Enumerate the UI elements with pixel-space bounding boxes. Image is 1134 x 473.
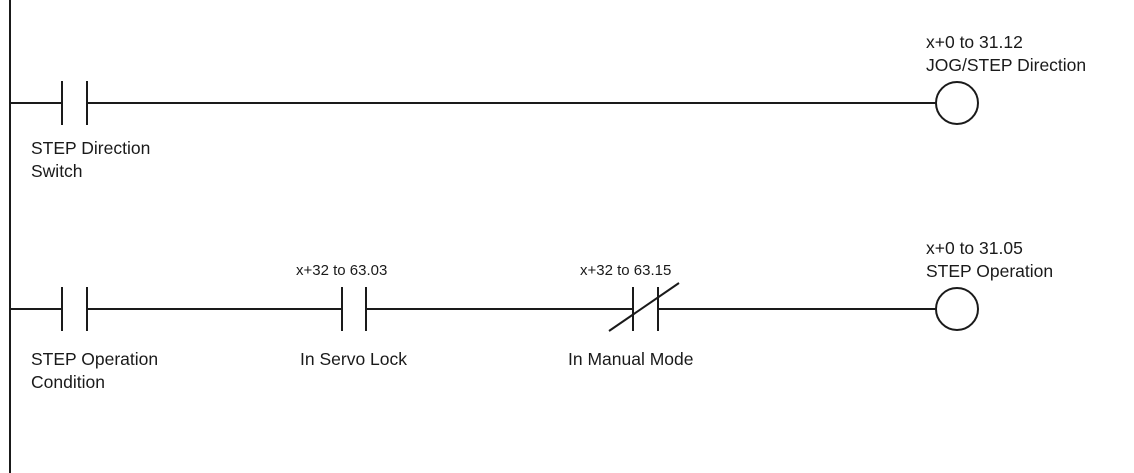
rung-2: STEP Operation Condition x+32 to 63.03 I… xyxy=(10,238,1053,392)
coil-address: x+0 to 31.12 xyxy=(926,32,1023,52)
contact-step-direction-switch[interactable] xyxy=(61,81,88,125)
contact-in-manual-mode[interactable] xyxy=(608,282,680,332)
coil-circle xyxy=(935,287,979,331)
contact-label-line-1: STEP Direction xyxy=(31,138,150,158)
coil-name: JOG/STEP Direction xyxy=(926,55,1086,75)
coil-jog-step-direction[interactable] xyxy=(935,81,979,125)
contact-label-line-2: Switch xyxy=(31,161,83,181)
rung-1: STEP Direction Switch x+0 to 31.12 JOG/S… xyxy=(10,32,1086,181)
coil-circle xyxy=(935,81,979,125)
contact-label-line-1: In Manual Mode xyxy=(568,349,694,369)
coil-address: x+0 to 31.05 xyxy=(926,238,1023,258)
contact-in-servo-lock[interactable] xyxy=(341,287,367,331)
contact-label-line-1: STEP Operation xyxy=(31,349,158,369)
contact-label-line-1: In Servo Lock xyxy=(300,349,407,369)
contact-address: x+32 to 63.03 xyxy=(296,262,387,279)
contact-step-operation-condition[interactable] xyxy=(61,287,88,331)
contact-label-line-2: Condition xyxy=(31,372,105,392)
contact-address: x+32 to 63.15 xyxy=(580,262,671,279)
coil-step-operation[interactable] xyxy=(935,287,979,331)
coil-name: STEP Operation xyxy=(926,261,1053,281)
contact-nc-slash xyxy=(608,282,680,332)
